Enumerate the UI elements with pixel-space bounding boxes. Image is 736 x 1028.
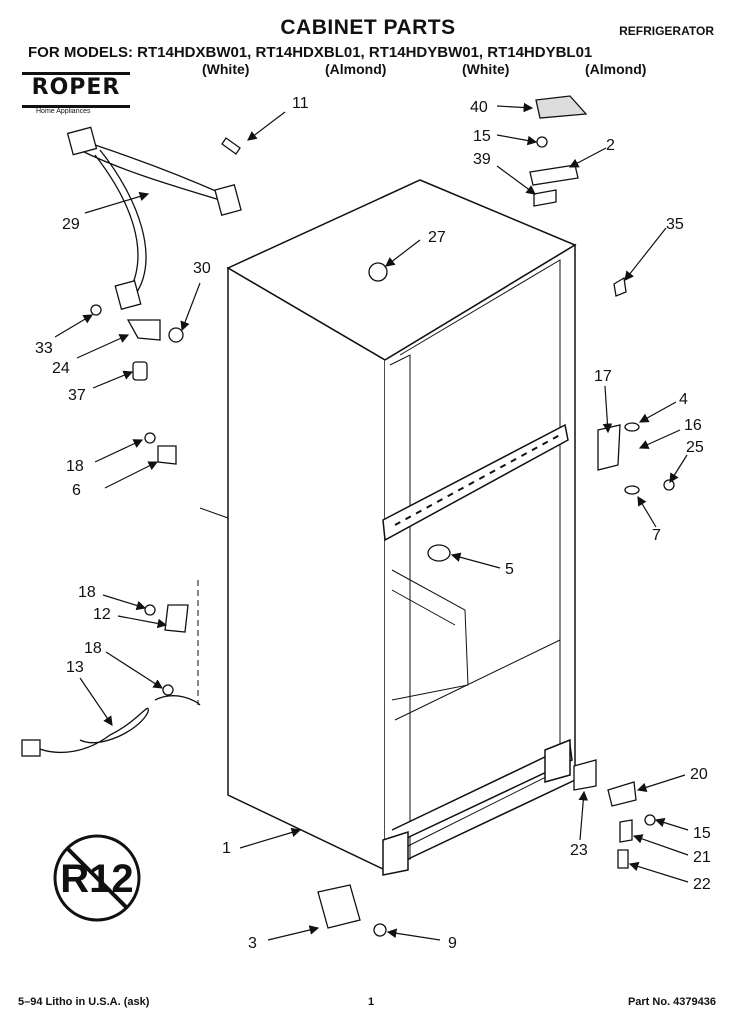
callout-13: 13	[66, 659, 84, 676]
callout-17: 17	[594, 368, 612, 385]
callout-4: 4	[679, 391, 688, 408]
screw	[617, 849, 629, 869]
callout-21: 21	[693, 849, 711, 866]
models-line: FOR MODELS: RT14HDXBW01, RT14HDXBL01, RT…	[28, 44, 593, 61]
callout-11: 11	[292, 95, 309, 112]
callout-39: 39	[473, 151, 491, 168]
callout-16: 16	[684, 417, 702, 434]
logo-subtitle: Home Appliances	[36, 108, 91, 115]
plug-button	[368, 262, 388, 282]
cabinet-body	[197, 179, 577, 876]
variant-label: (White)	[462, 61, 510, 77]
callout-29: 29	[62, 216, 80, 233]
top-hinge-cover	[535, 95, 588, 119]
harness-connector	[214, 184, 242, 216]
screw	[144, 432, 156, 444]
cord-plug	[21, 739, 41, 757]
screw	[162, 684, 174, 696]
washer	[624, 422, 640, 432]
footer-litho: 5–94 Litho in U.S.A. (ask)	[18, 996, 150, 1008]
clip	[157, 445, 177, 465]
callout-18: 18	[66, 458, 84, 475]
callout-23: 23	[570, 842, 588, 859]
leveling-leg	[317, 884, 361, 929]
bottom-hinge-shim	[573, 759, 597, 791]
screw	[373, 923, 387, 937]
callout-35: 35	[666, 216, 684, 233]
spacer	[132, 361, 148, 381]
top-hinge	[529, 164, 579, 186]
callout-12: 12	[93, 606, 111, 623]
callout-15: 15	[693, 825, 711, 842]
footer-part-number: Part No. 4379436	[627, 996, 716, 1008]
harness-connector	[114, 280, 142, 310]
callout-40: 40	[470, 99, 488, 116]
callout-1: 1	[222, 840, 231, 857]
footer-page-number: 1	[368, 996, 375, 1008]
screw	[644, 814, 656, 826]
screw	[663, 479, 675, 491]
washer	[624, 485, 640, 495]
center-hinge	[597, 424, 621, 471]
callout-25: 25	[686, 439, 704, 456]
thermostat-bracket	[126, 319, 161, 341]
hinge-shim	[533, 189, 557, 207]
wire-harness	[74, 139, 226, 296]
callout-3: 3	[248, 935, 257, 952]
power-cord	[29, 695, 201, 753]
roper-logo: ROPER Home Appliances	[22, 72, 132, 116]
callout-9: 9	[448, 935, 457, 952]
r12-stamp: R12	[53, 834, 141, 922]
screw	[536, 136, 548, 148]
variant-label: (Almond)	[325, 61, 387, 77]
callout-15: 15	[473, 128, 491, 145]
page-title: CABINET PARTS	[280, 16, 456, 39]
callout-20: 20	[690, 766, 708, 783]
harness-connector	[66, 126, 98, 156]
callout-7: 7	[652, 527, 661, 544]
callout-30: 30	[193, 260, 211, 277]
callout-2: 2	[606, 137, 615, 154]
hinge-pin	[619, 819, 633, 843]
callout-18: 18	[78, 584, 96, 601]
callout-22: 22	[693, 876, 711, 893]
callout-33: 33	[35, 340, 53, 357]
callout-5: 5	[505, 561, 514, 578]
grommet	[168, 327, 184, 343]
shelf-button	[427, 544, 451, 562]
callout-6: 6	[72, 482, 81, 499]
callout-37: 37	[68, 387, 86, 404]
callout-27: 27	[428, 229, 446, 246]
category-label: REFRIGERATOR	[619, 24, 714, 38]
variant-label: (Almond)	[585, 61, 647, 77]
bottom-hinge	[607, 781, 637, 807]
ground-clip	[164, 604, 189, 633]
logo-brand: ROPER	[22, 72, 130, 108]
screw	[221, 137, 241, 155]
callout-18: 18	[84, 640, 102, 657]
callout-24: 24	[52, 360, 70, 377]
variant-label: (White)	[202, 61, 250, 77]
screw	[144, 604, 156, 616]
screw	[90, 304, 102, 316]
door-stop	[613, 276, 627, 297]
